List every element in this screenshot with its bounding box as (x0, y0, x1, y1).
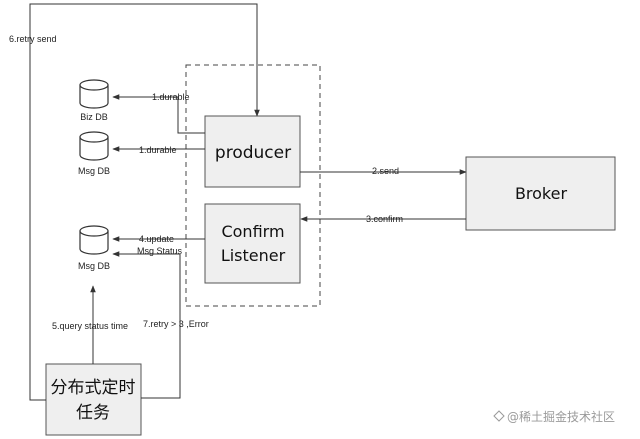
watermark-text: @稀土掘金技术社区 (507, 409, 615, 424)
confirm-listener-label-line1: Confirm (221, 222, 284, 241)
producer-box: producer (204, 115, 301, 188)
broker-label: Broker (515, 184, 568, 203)
confirm-listener-box: Confirm Listener (204, 203, 301, 284)
msg-db-top-label: Msg DB (78, 166, 110, 176)
broker-box: Broker (465, 156, 616, 231)
edge-update-label-line1: 4.update (139, 234, 174, 244)
edge-retry-error-label: 7.retry > 3 ,Error (143, 319, 209, 329)
producer-container-dashed (185, 64, 321, 307)
biz-db-label: Biz DB (80, 112, 108, 122)
database-cylinder-icon (79, 79, 109, 109)
edge-durable-biz (112, 94, 205, 134)
scheduler-label-line2: 任务 (76, 403, 110, 423)
producer-label: producer (215, 143, 291, 163)
edge-durable-biz-label: 1.durable (152, 92, 190, 102)
database-cylinder-icon (79, 131, 109, 161)
edge-query-status-label: 5.query status time (52, 321, 128, 331)
database-cylinder-icon (79, 225, 109, 255)
scheduler-label-line1: 分布式定时 (51, 378, 136, 398)
edge-durable-msg-label: 1.durable (139, 145, 177, 155)
msg-db-bottom-label: Msg DB (78, 261, 110, 271)
edge-send-label: 2.send (372, 166, 399, 176)
edge-retry-error (112, 251, 181, 399)
edge-retry-send (29, 3, 260, 401)
nugget-logo-icon (493, 410, 505, 422)
edge-update-label-line2: Msg Status (137, 246, 183, 256)
edge-retry-send-label: 6.retry send (9, 34, 57, 44)
edge-confirm-label: 3.confirm (366, 214, 403, 224)
confirm-listener-label-line2: Listener (221, 246, 286, 265)
scheduler-box: 分布式定时 任务 (45, 363, 142, 436)
